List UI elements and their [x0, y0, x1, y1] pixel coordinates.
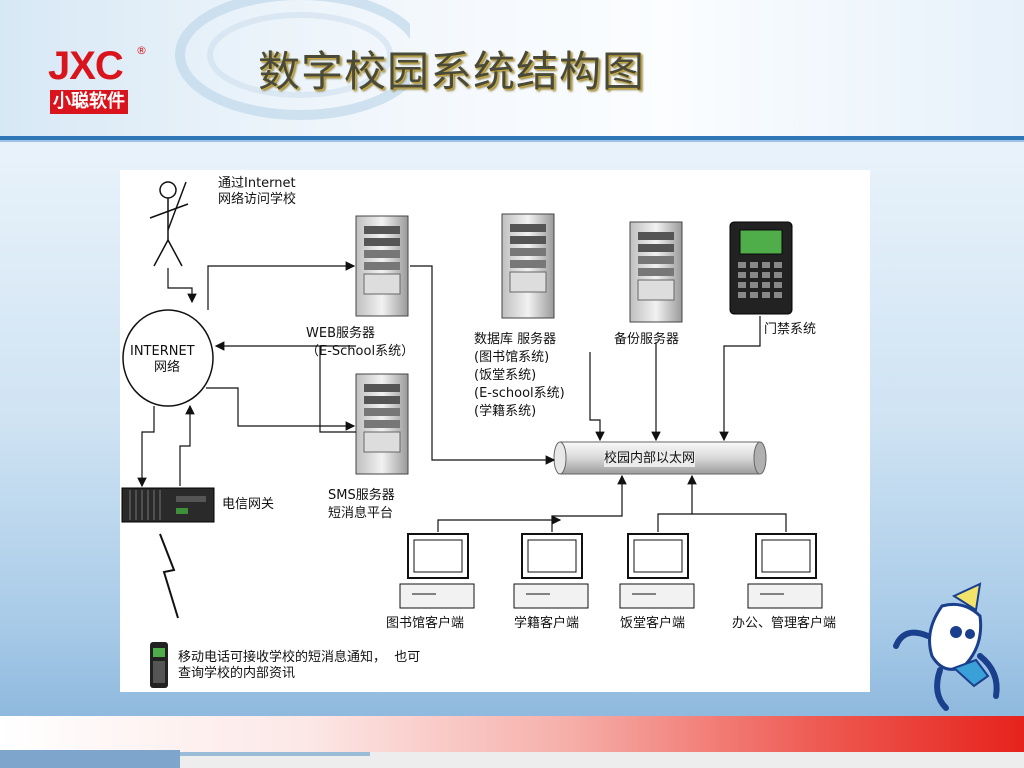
- internet-cloud: [122, 309, 214, 407]
- ethernet-label: 校园内部以太网: [604, 451, 696, 467]
- connector-lines: [137, 261, 787, 532]
- jxc-logo: JXC ® 小聪软件: [48, 44, 156, 122]
- user-label: 通过Internet: [218, 176, 296, 191]
- database-server-label: (E-school系统): [474, 386, 565, 401]
- user-icon: [149, 181, 189, 267]
- header-divider: [0, 136, 1024, 140]
- header-divider-light: [0, 140, 1024, 142]
- access-control-terminal-icon: [729, 221, 793, 315]
- database-server-label: (学籍系统): [474, 404, 537, 419]
- web-server-label: WEB服务器: [306, 326, 375, 341]
- database-server-label: (饭堂系统): [474, 368, 537, 383]
- web-server-icon: [355, 215, 409, 317]
- slide-footer-bar: [0, 716, 1024, 752]
- mobile-label: 查询学校的内部资讯: [178, 666, 296, 681]
- mobile-phone-icon: [150, 642, 168, 688]
- user-internet-connector: [167, 268, 197, 304]
- logo-registered-mark: ®: [136, 44, 147, 57]
- client-pc-icon: [399, 533, 475, 609]
- sms-server-label: 短消息平台: [328, 506, 394, 521]
- footer-accent-line: [180, 752, 370, 756]
- wireless-signal-icon: [159, 533, 179, 619]
- page-title: 数字校园系统结构图: [258, 47, 646, 96]
- logo-text: JXC: [48, 44, 124, 88]
- mascot-illustration: [893, 582, 1000, 711]
- user-label: 网络访问学校: [218, 192, 297, 207]
- slide-footer-base: [0, 752, 1024, 768]
- internet-label: INTERNET: [130, 344, 195, 359]
- footer-accent: [0, 750, 180, 768]
- mobile-label: 移动电话可接收学校的短消息通知， 也可: [178, 650, 421, 665]
- telecom-gateway-icon: [121, 487, 215, 523]
- diagram-canvas: [121, 181, 823, 688]
- client-canteen-label: 饭堂客户端: [620, 616, 686, 631]
- gateway-label: 电信网关: [222, 497, 275, 512]
- sms-server-label: SMS服务器: [328, 488, 395, 503]
- system-diagram: 通过Internet 网络访问学校 INTERNET 网络 WEB服务器 （E-…: [120, 170, 870, 692]
- client-library-label: 图书馆客户端: [386, 616, 465, 631]
- web-server-label: （E-School系统）: [306, 344, 415, 359]
- client-office-label: 办公、管理客户端: [732, 616, 837, 631]
- client-student-label: 学籍客户端: [514, 616, 580, 631]
- access-control-label: 门禁系统: [764, 322, 817, 337]
- backup-server-label: 备份服务器: [614, 332, 680, 347]
- internet-label: 网络: [154, 360, 181, 375]
- client-pc-icon: [747, 533, 823, 609]
- client-pc-icon: [513, 533, 589, 609]
- backup-server-icon: [629, 221, 683, 323]
- database-server-icon: [501, 213, 555, 319]
- binary-decoration: [175, 0, 410, 120]
- database-server-label: 数据库 服务器: [474, 332, 557, 347]
- database-server-label: (图书馆系统): [474, 350, 550, 365]
- logo-chinese-name: 小聪软件: [50, 90, 128, 114]
- sms-server-icon: [355, 373, 409, 475]
- client-pc-icon: [619, 533, 695, 609]
- slide-header: JXC ® 小聪软件 数字校园系统结构图: [0, 0, 1024, 138]
